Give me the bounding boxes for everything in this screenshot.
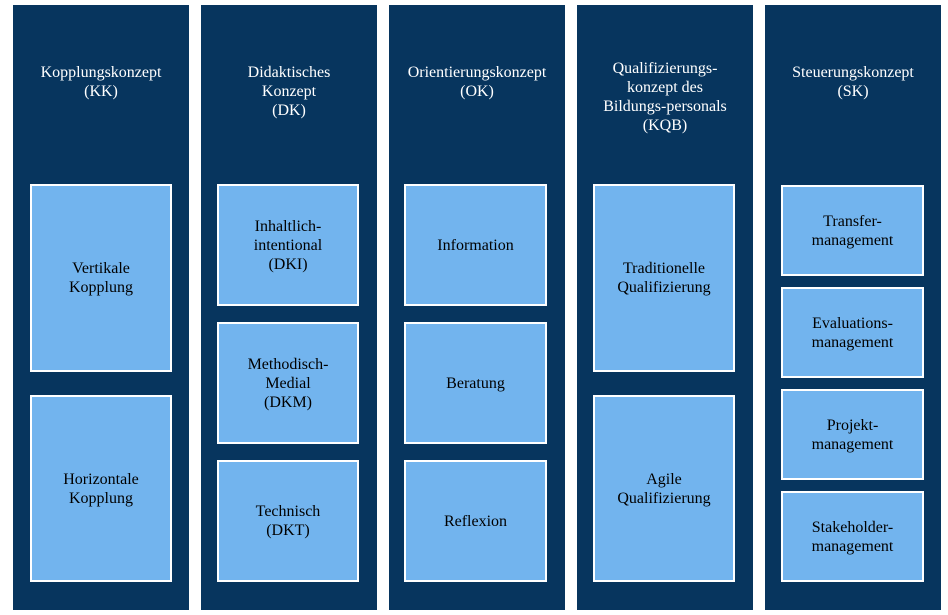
box-information: Information [404,184,547,306]
box-label: Projekt- management [811,416,894,453]
box-stakeholdermanagement: Stakeholder- management [781,491,924,582]
column-kopplungskonzept: Kopplungskonzept (KK) Vertikale Kopplung… [13,5,189,610]
box-label: Technisch (DKT) [255,503,321,539]
box-projektmanagement: Projekt- management [781,389,924,480]
column-orientierungskonzept: Orientierungskonzept (OK) Information Be… [389,5,565,610]
box-reflexion: Reflexion [404,460,547,582]
column-title: Orientierungskonzept (OK) [407,64,547,100]
box-label: Agile Qualifizierung [617,470,711,507]
box-label: Evaluations- management [811,314,894,351]
box-dkt: Technisch (DKT) [217,460,359,582]
box-label: Stakeholder- management [811,518,894,555]
box-label: Information [437,236,514,254]
box-dki: Inhaltlich- intentional (DKI) [217,184,359,306]
box-traditionelle-qualifizierung: Traditionelle Qualifizierung [593,184,735,372]
box-evaluationsmanagement: Evaluations- management [781,287,924,378]
box-label: Reflexion [443,512,508,530]
box-label: Traditionelle Qualifizierung [617,260,711,296]
column-title: Kopplungskonzept (KK) [40,64,162,100]
box-agile-qualifizierung: Agile Qualifizierung [593,395,735,582]
column-title: Didaktisches Konzept (DK) [247,64,331,119]
box-transfermanagement: Transfer- management [781,185,924,276]
column-title: Steuerungskonzept (SK) [792,64,914,100]
box-beratung: Beratung [404,322,547,444]
box-vertikale-kopplung: Vertikale Kopplung [30,184,172,372]
box-label: Transfer- management [811,212,894,249]
box-label: Vertikale Kopplung [69,260,133,296]
column-title: Qualifizierungs- konzept des Bildungs-pe… [603,60,727,134]
box-label: Methodisch- Medial (DKM) [247,355,329,411]
box-dkm: Methodisch- Medial (DKM) [217,322,359,444]
column-steuerungskonzept: Steuerungskonzept (SK) Transfer- managem… [765,5,941,610]
column-didaktisches-konzept: Didaktisches Konzept (DK) Inhaltlich- in… [201,5,377,610]
box-label: Horizontale Kopplung [63,470,139,507]
box-label: Inhaltlich- intentional (DKI) [253,217,323,273]
box-horizontale-kopplung: Horizontale Kopplung [30,395,172,582]
column-qualifizierungskonzept: Qualifizierungs- konzept des Bildungs-pe… [577,5,753,610]
box-label: Beratung [446,374,505,392]
